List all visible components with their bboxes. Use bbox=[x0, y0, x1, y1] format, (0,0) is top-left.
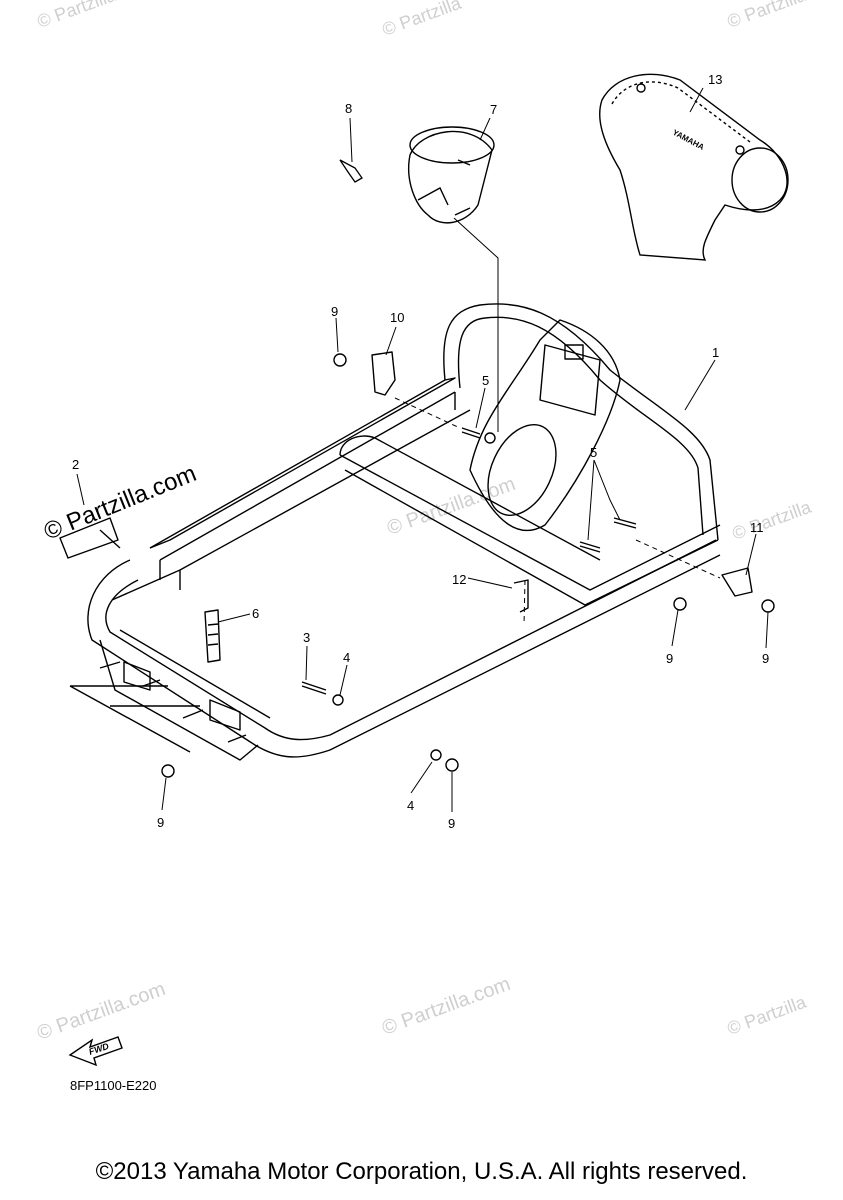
fwd-arrow-icon: FWD bbox=[68, 1036, 123, 1067]
callout-4b: 4 bbox=[407, 798, 414, 813]
callout-7: 7 bbox=[490, 102, 497, 117]
kart-frame bbox=[59, 303, 775, 778]
callout-9e: 9 bbox=[448, 816, 455, 831]
callout-8: 8 bbox=[345, 101, 352, 116]
callout-4a: 4 bbox=[343, 650, 350, 665]
watermark-text: © Partzilla bbox=[725, 991, 810, 1038]
rivet bbox=[339, 159, 363, 183]
callout-9d: 9 bbox=[157, 815, 164, 830]
callout-numbers: 13 7 8 1 10 9 5 2 5 11 12 6 3 4 9 9 9 4 … bbox=[72, 72, 769, 831]
watermark-text: © Partzilla bbox=[725, 0, 810, 32]
callout-5a: 5 bbox=[482, 373, 489, 388]
steering-pad: YAMAHA bbox=[599, 73, 789, 261]
copyright-notice: ©2013 Yamaha Motor Corporation, U.S.A. A… bbox=[95, 1158, 748, 1185]
callout-9b: 9 bbox=[666, 651, 673, 666]
callout-10: 10 bbox=[390, 310, 404, 325]
callout-12: 12 bbox=[452, 572, 466, 587]
callout-5b: 5 bbox=[590, 445, 597, 460]
diagram-code: 8FP1100-E220 bbox=[70, 1078, 157, 1093]
callout-11: 11 bbox=[750, 520, 764, 535]
seat-pad bbox=[408, 126, 495, 224]
callout-3: 3 bbox=[303, 630, 310, 645]
callout-6: 6 bbox=[252, 606, 259, 621]
watermark-text: © Partzilla bbox=[380, 0, 465, 40]
watermark-text: © Partzilla bbox=[730, 496, 815, 543]
watermark-text: © Partzilla bbox=[35, 0, 120, 32]
callout-2: 2 bbox=[72, 457, 79, 472]
leader-lines bbox=[76, 87, 769, 812]
yamaha-logo-text: YAMAHA bbox=[671, 128, 706, 152]
callout-9a: 9 bbox=[331, 304, 338, 319]
watermark-group: © Partzilla © Partzilla © Partzilla © Pa… bbox=[34, 0, 814, 1045]
watermark-text: © Partzilla.com bbox=[379, 973, 513, 1040]
callout-9c: 9 bbox=[762, 651, 769, 666]
callout-1: 1 bbox=[712, 345, 719, 360]
callout-13: 13 bbox=[708, 72, 722, 87]
watermark-text: © Partzilla.com bbox=[34, 978, 168, 1045]
